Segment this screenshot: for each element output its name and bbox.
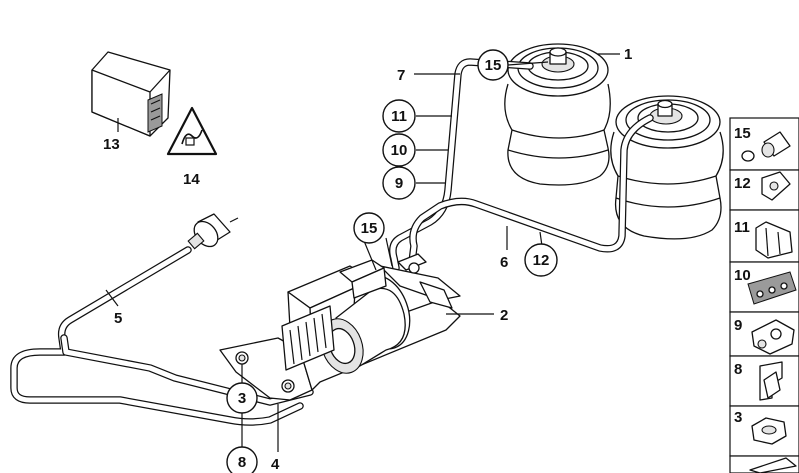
callout-5: 5 [114,310,122,327]
fitting-15-icon [741,131,791,162]
sidebar-panel-more[interactable] [729,455,799,473]
sidebar-panel-9[interactable]: 9 [729,311,799,357]
control-module-part [91,51,171,137]
warning-label-part [166,106,218,156]
circled-callout-15a: 15 [477,49,509,81]
sidebar-panel-3[interactable]: 3 [729,405,799,457]
callout-11: 11 [391,108,407,125]
sidebar-label-15: 15 [734,125,751,142]
sidebar-panel-15[interactable]: 15 [729,117,799,171]
sidebar-label-12: 12 [734,175,751,192]
callout-6: 6 [500,254,508,271]
sidebar-panel-10[interactable]: 10 [729,261,799,313]
sidebar-panel-12[interactable]: 12 [729,169,799,211]
air-spring-left-part [504,43,611,186]
pressure-sensor-part [187,213,239,250]
parts-sidebar: 15 12 11 10 [729,117,799,473]
air-spring-right-part [610,95,724,240]
sidebar-panel-11[interactable]: 11 [729,209,799,263]
sidebar-label-3: 3 [734,409,742,426]
circled-callout-15b: 15 [353,212,385,244]
sidebar-label-8: 8 [734,361,742,378]
callout-14: 14 [183,171,200,188]
callout-2: 2 [500,307,508,324]
clip-9-icon [751,319,795,355]
circled-callout-9: 9 [382,166,416,200]
sidebar-label-10: 10 [734,267,751,284]
callout-15b: 15 [361,220,378,237]
nut-3-icon [751,417,787,445]
callout-12: 12 [533,252,550,269]
callout-4: 4 [271,456,280,473]
circled-callout-8: 8 [226,446,258,473]
callout-1: 1 [624,46,632,63]
callout-13: 13 [103,136,120,153]
clip-12-icon [761,171,791,201]
holder-11-icon [755,221,793,259]
callout-15a: 15 [485,57,502,74]
circled-callout-10: 10 [382,133,416,167]
compressor-unit-part [219,253,461,401]
circled-callout-12: 12 [524,243,558,277]
callout-8: 8 [238,454,246,471]
leader-5 [105,289,119,307]
leader-15b [385,237,393,267]
callout-3: 3 [238,390,246,407]
sidebar-label-11: 11 [734,219,750,236]
sidebar-label-9: 9 [734,317,742,334]
leader-15a [507,61,549,66]
circled-callout-11: 11 [382,99,416,133]
callout-10: 10 [391,142,408,159]
holder-10-icon [747,271,797,305]
bracket-8-icon [759,361,783,401]
callout-7: 7 [397,67,405,84]
callout-9: 9 [395,175,403,192]
circled-callout-3: 3 [226,382,258,414]
sidebar-panel-8[interactable]: 8 [729,355,799,407]
